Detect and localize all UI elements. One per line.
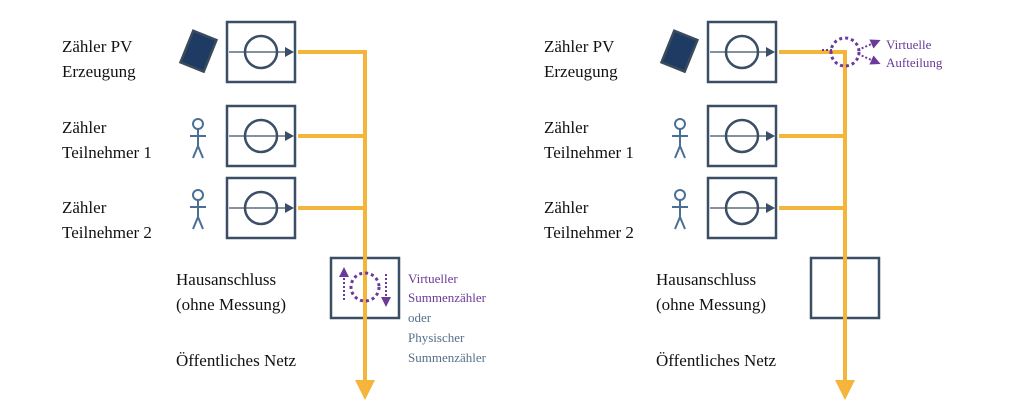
energy-flow-lines (298, 50, 375, 400)
virtual-sum-meter-note: Virtueller Summenzähler (408, 271, 487, 305)
left-meter-participant1-label: Zähler Teilnehmer 1 (62, 118, 152, 162)
person-icon (190, 118, 206, 159)
left-house-connection-label: Hausanschluss (ohne Messung) (176, 270, 286, 314)
right-public-grid-label: Öffentliches Netz (656, 351, 777, 370)
meter-participant-1 (225, 104, 297, 168)
meter-pv (706, 20, 778, 84)
left-scenario: Zähler PV Erzeugung Zähler Teilnehmer 1 … (62, 20, 487, 400)
meter-participant-2 (225, 176, 297, 240)
right-meter-participant2-label: Zähler Teilnehmer 2 (544, 198, 634, 242)
meter-participant-2 (706, 176, 778, 240)
person-icon (672, 189, 688, 230)
physical-sum-meter-note: Physischer Summenzähler (408, 330, 487, 365)
right-meter-participant1-label: Zähler Teilnehmer 1 (544, 118, 634, 162)
virtual-sum-meter-icon (339, 267, 391, 307)
meter-pv (225, 20, 297, 84)
note-or: oder (408, 310, 432, 325)
solar-panel-icon (178, 29, 219, 74)
virtual-split-icon (822, 36, 881, 68)
person-icon (190, 189, 206, 230)
left-meter-participant2-label: Zähler Teilnehmer 2 (62, 198, 152, 242)
right-scenario: Zähler PV Erzeugung Zähler Teilnehmer 1 … (544, 20, 943, 400)
solar-panel-icon (659, 29, 700, 74)
person-icon (672, 118, 688, 159)
energy-flow-lines (779, 50, 855, 400)
right-house-connection-label: Hausanschluss (ohne Messung) (656, 270, 766, 314)
right-meter-pv-label: Zähler PV Erzeugung (544, 37, 618, 81)
virtual-split-note: Virtuelle Aufteilung (886, 37, 943, 70)
left-meter-pv-label: Zähler PV Erzeugung (62, 37, 136, 81)
meter-participant-1 (706, 104, 778, 168)
left-public-grid-label: Öffentliches Netz (176, 351, 297, 370)
